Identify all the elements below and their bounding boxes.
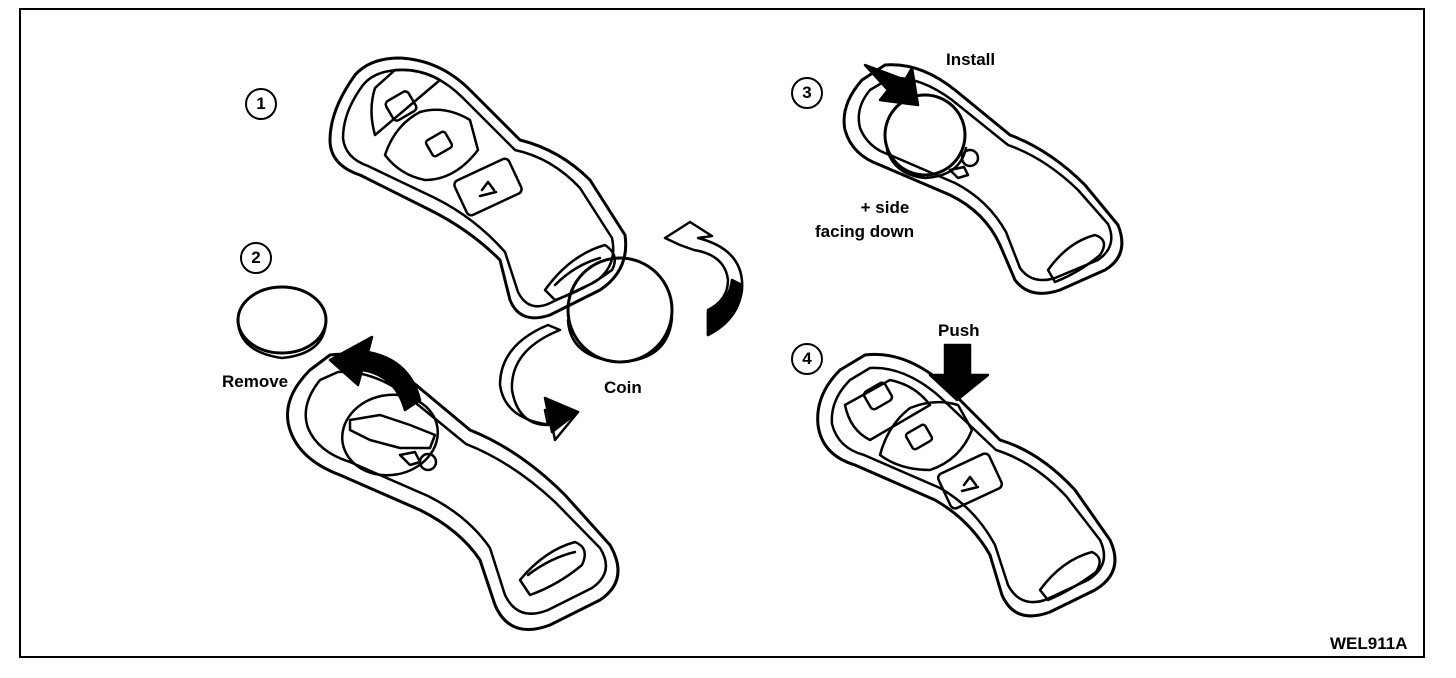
remove-arrow [328, 335, 422, 412]
coin-label: Coin [604, 378, 642, 397]
install-arrow [863, 63, 920, 107]
figure-code: WEL911A [1330, 634, 1408, 653]
step-1-marker: 1 [245, 88, 277, 120]
key-fob-open-step3 [842, 63, 1124, 295]
install-label: Install [946, 50, 996, 69]
step-4-marker: 4 [791, 343, 823, 375]
diagram-frame [19, 8, 1425, 658]
key-fob-open-step2 [286, 352, 620, 631]
facing-down-label: facing down [815, 222, 915, 241]
rotation-arrow-up [663, 220, 744, 337]
rotation-arrow-down [498, 323, 580, 442]
remove-label: Remove [222, 372, 289, 391]
removed-battery [236, 285, 328, 360]
push-arrow [928, 343, 990, 402]
key-fob-closed-step4 [816, 352, 1117, 618]
push-label: Push [938, 321, 980, 340]
step-2-marker: 2 [240, 242, 272, 274]
step-3-marker: 3 [791, 77, 823, 109]
key-fob-closed-step1 [328, 56, 628, 320]
plus-side-label: + side [860, 198, 910, 217]
coin [566, 256, 674, 364]
